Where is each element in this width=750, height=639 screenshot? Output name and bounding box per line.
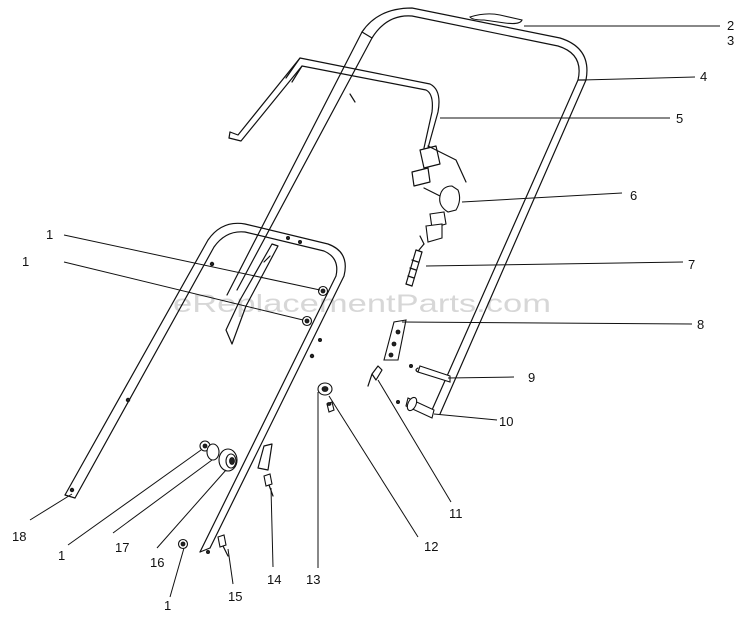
hardware [177,285,335,557]
handle-grip [469,13,523,25]
watermark: eReplacementParts.com [173,290,551,318]
cable-assembly [383,145,467,361]
callout-1-upper: 1 [46,227,53,242]
leader-lines [29,25,720,598]
callout-9: 9 [528,370,535,385]
callout-15: 15 [228,589,242,604]
callout-5: 5 [676,111,683,126]
pins [367,363,451,419]
callout-18: 18 [12,529,26,544]
callout-12: 12 [424,539,438,554]
callout-14: 14 [267,572,281,587]
callout-3: 3 [727,33,734,48]
callout-17: 17 [115,540,129,555]
callout-16: 16 [150,555,164,570]
lower-handle [64,222,346,553]
callout-13: 13 [306,572,320,587]
callout-1-lower-left: 1 [58,548,65,563]
callout-8: 8 [697,317,704,332]
callout-1-middle: 1 [22,254,29,269]
upper-handle [226,7,588,415]
callout-4: 4 [700,69,707,84]
callout-11: 11 [449,506,463,521]
callouts: 1 1 2 3 4 5 6 7 8 9 10 11 12 13 14 15 16… [12,18,734,613]
callout-1-lower: 1 [164,598,171,613]
callout-10: 10 [499,414,513,429]
callout-2: 2 [727,18,734,33]
callout-7: 7 [688,257,695,272]
callout-6: 6 [630,188,637,203]
control-bail [228,57,440,149]
